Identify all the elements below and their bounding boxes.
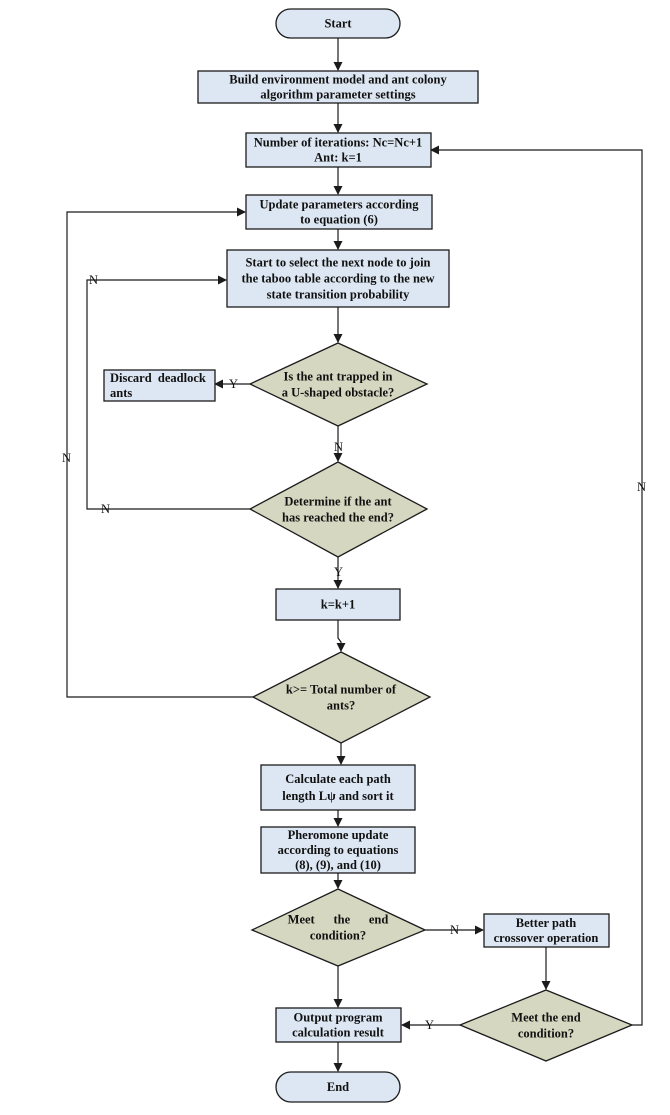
meet2-diamond [458,989,634,1062]
meet2-yes-label: Y [425,1018,434,1032]
discard-box [103,369,216,402]
reached-label: Determine if the ant has reached the end? [282,495,394,525]
edge-kinc-ktotal [336,620,346,652]
meet2-label: Meet the end condition? [511,1011,580,1041]
discard-label-line: Discard deadlock [110,371,206,385]
ktotal-label: k>= Total number of ants? [286,683,397,713]
output-label-line: Output program [293,1011,383,1025]
ktotal-no-label: N [62,451,71,465]
update-label-line: Update parameters according [260,198,420,212]
phero-label-line: according to equations [278,843,399,857]
ktotal-diamond [251,651,432,744]
phero-label-line: (8), (9), and (10) [295,858,381,872]
phero-label-line: Pheromone update [288,828,389,842]
select-label-line: Start to select the next node to join [245,256,430,270]
edge-labels: Y N N N Y N N Y N [62,273,646,1032]
end-label-line: End [327,1080,349,1094]
reached-label-line: Determine if the ant [284,495,392,509]
kinc-box [275,588,401,621]
reached-no-label: N [101,502,110,516]
select-label-line: state transition probability [267,288,411,302]
meet2-label-line: condition? [518,1027,574,1041]
reached-label-line: has reached the end? [282,511,394,525]
calc-box [260,764,416,811]
discard-label-line: ants [110,386,132,400]
iter-label-line: Ant: k=1 [314,151,362,165]
update-label-line: to equation (6) [300,213,378,227]
better-box [483,913,610,948]
reached-yes-label: Y [334,565,343,579]
iter-box [245,132,432,168]
output-box [275,1007,402,1043]
start-terminal [275,8,401,39]
ktotal-label-line: ants? [327,699,355,713]
build-label-line: algorithm parameter settings [260,88,415,102]
trapped-label-line: Is the ant trapped in [283,370,392,384]
edge-reached-select-loop [86,275,250,510]
select-label: Start to select the next node to join the… [241,256,434,302]
meet1-label-line: Meet the end [288,913,389,927]
end-label: End [327,1080,349,1094]
output-label-line: calculation result [292,1026,385,1040]
meet1-label-line: condition? [310,929,366,943]
trapped-yes-label: Y [229,377,238,391]
edge-meet2-iter-loop [430,145,643,1026]
trapped-label-line: a U-shaped obstacle? [282,386,395,400]
iter-label-line: Number of iterations: Nc=Nc+1 [254,136,423,150]
edge-ktotal-update-loop [66,207,253,698]
meet1-no-label: N [450,923,459,937]
reached-no-loop-label: N [89,273,98,287]
nodes [103,8,634,1103]
select-box [226,249,450,308]
phero-box [260,826,416,874]
trapped-diamond [248,342,429,427]
meet2-label-line: Meet the end [511,1011,580,1025]
kinc-label: k=k+1 [321,598,355,612]
build-box [197,70,479,104]
build-label-line: Build environment model and ant colony [229,73,447,87]
kinc-label-line: k=k+1 [321,598,355,612]
better-label-line: crossover operation [494,931,599,945]
calc-label: Calculate each path length Lψ and sort it [282,772,394,803]
reached-diamond [248,461,429,558]
meet2-no-label: N [637,480,646,494]
end-terminal [275,1071,401,1103]
ktotal-label-line: k>= Total number of [286,683,397,697]
trapped-label: Is the ant trapped in a U-shaped obstacle… [282,370,395,400]
start-label-line: Start [324,17,352,31]
meet1-diamond [250,888,427,967]
update-box [245,194,433,230]
select-label-line: the taboo table according to the new [241,272,434,286]
calc-label-line: Calculate each path [285,772,391,786]
start-label: Start [324,17,352,31]
trapped-no-label: N [334,440,343,454]
meet1-label: Meet the end condition? [288,913,389,943]
better-label-line: Better path [516,916,577,930]
calc-label-line: length Lψ and sort it [282,789,394,803]
connectors [66,38,643,1072]
